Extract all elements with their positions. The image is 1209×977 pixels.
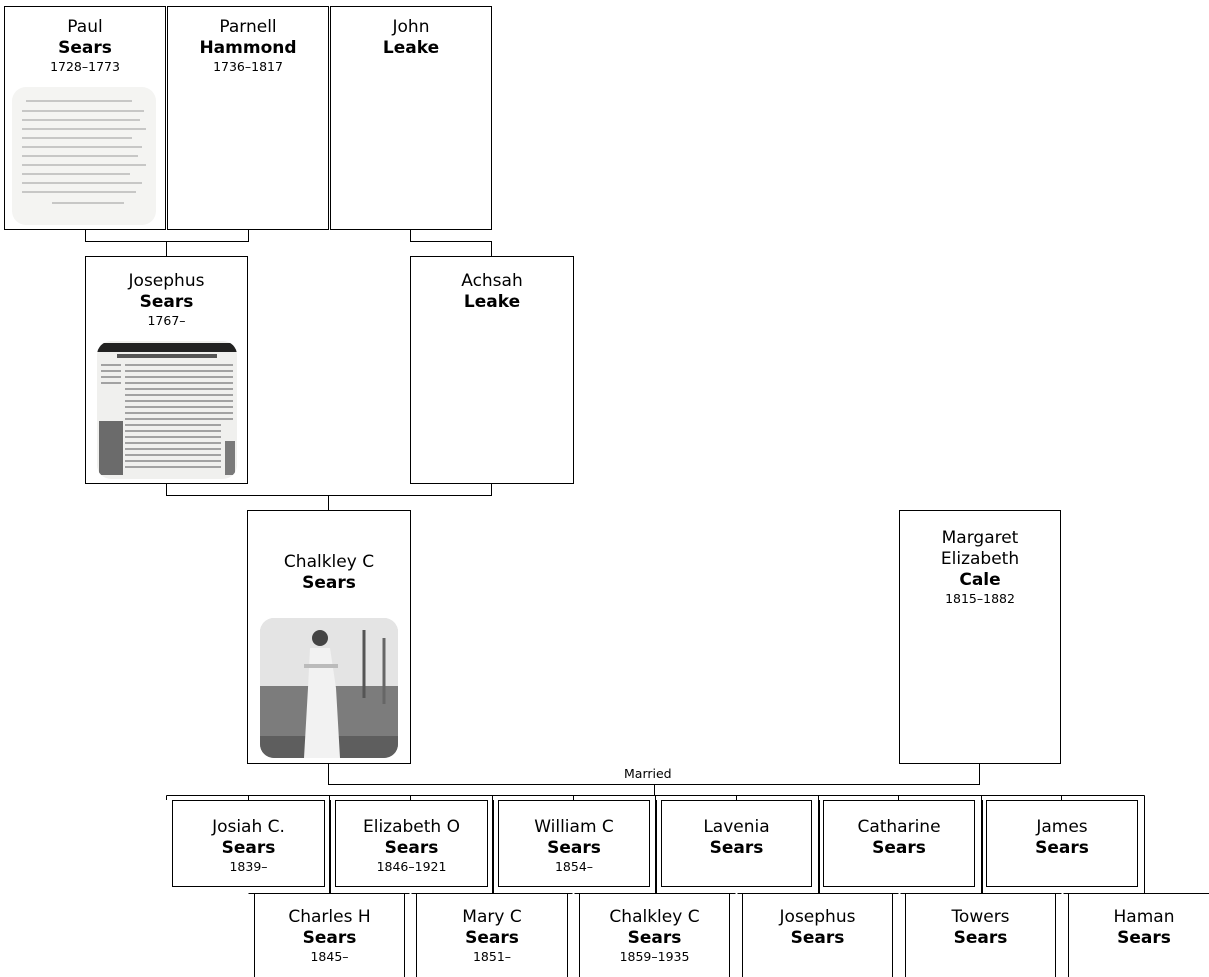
given-name: Charles H bbox=[288, 907, 371, 927]
child-towers-sears[interactable]: Towers Sears bbox=[905, 893, 1056, 977]
surname: Sears bbox=[872, 838, 926, 858]
life-dates: 1854– bbox=[554, 859, 594, 874]
surname: Sears bbox=[547, 838, 601, 858]
surname: Sears bbox=[58, 38, 112, 58]
surname: Sears bbox=[221, 838, 276, 858]
life-dates: 1815–1882 bbox=[945, 591, 1015, 606]
surname: Sears bbox=[953, 928, 1008, 948]
life-dates: 1846–1921 bbox=[376, 859, 447, 874]
given-name: James bbox=[1036, 817, 1088, 837]
child-elizabeth-o-sears[interactable]: Elizabeth O Sears 1846–1921 bbox=[335, 800, 488, 887]
given-name: Haman bbox=[1113, 907, 1175, 927]
surname: Sears bbox=[302, 573, 356, 593]
life-dates: 1728–1773 bbox=[50, 59, 120, 74]
portrait-image-icon bbox=[260, 618, 398, 758]
given-name: Josiah C. bbox=[212, 817, 285, 837]
surname: Hammond bbox=[199, 38, 297, 58]
child-mary-c-sears[interactable]: Mary C Sears 1851– bbox=[416, 893, 568, 977]
child-haman-sears[interactable]: Haman Sears bbox=[1068, 893, 1209, 977]
surname: Sears bbox=[384, 838, 439, 858]
given-name: Chalkley C bbox=[283, 552, 375, 572]
given-name: Catharine bbox=[857, 817, 941, 837]
surname: Sears bbox=[139, 292, 194, 312]
surname: Leake bbox=[382, 38, 440, 58]
given-name: Chalkley C bbox=[609, 907, 700, 927]
child-william-c-sears[interactable]: William C Sears 1854– bbox=[498, 800, 650, 887]
marriage-label: Married bbox=[624, 766, 672, 781]
given-name: Towers bbox=[951, 907, 1010, 927]
child-james-sears[interactable]: James Sears bbox=[986, 800, 1138, 887]
given-name: William C bbox=[534, 817, 614, 837]
surname: Sears bbox=[627, 928, 682, 948]
life-dates: 1851– bbox=[472, 949, 512, 964]
document-photo[interactable] bbox=[12, 87, 156, 225]
newspaper-image-icon bbox=[97, 343, 237, 475]
child-lavenia-sears[interactable]: Lavenia Sears bbox=[661, 800, 812, 887]
given-name: Paul bbox=[67, 17, 103, 37]
child-catharine-sears[interactable]: Catharine Sears bbox=[823, 800, 975, 887]
newspaper-photo[interactable] bbox=[97, 341, 237, 479]
life-dates: 1839– bbox=[229, 859, 268, 874]
life-dates: 1859–1935 bbox=[619, 949, 690, 964]
given-name: Elizabeth O bbox=[362, 817, 460, 837]
surname: Sears bbox=[709, 838, 764, 858]
given-name: Mary C bbox=[462, 907, 522, 927]
surname: Sears bbox=[302, 928, 357, 948]
surname: Sears bbox=[465, 928, 519, 948]
child-charles-h-sears[interactable]: Charles H Sears 1845– bbox=[254, 893, 405, 977]
surname: Cale bbox=[959, 570, 1001, 590]
given-name: Parnell bbox=[219, 17, 277, 37]
life-dates: 1767– bbox=[147, 313, 186, 328]
given-name: Josephus bbox=[779, 907, 856, 927]
person-paul-sears[interactable]: Paul Sears 1728–1773 bbox=[4, 6, 166, 230]
surname: Leake bbox=[463, 292, 521, 312]
child-josephus-sears[interactable]: Josephus Sears bbox=[742, 893, 893, 977]
surname: Sears bbox=[790, 928, 845, 948]
given-name: Achsah bbox=[461, 271, 523, 291]
surname: Sears bbox=[1035, 838, 1089, 858]
person-chalkley-c-sears[interactable]: Chalkley C Sears bbox=[247, 510, 411, 764]
person-achsah-leake[interactable]: Achsah Leake bbox=[410, 256, 574, 484]
given-name: Lavenia bbox=[703, 817, 770, 837]
given-name: Josephus bbox=[128, 271, 205, 291]
life-dates: 1845– bbox=[310, 949, 349, 964]
person-margaret-elizabeth-cale[interactable]: Margaret Elizabeth Cale 1815–1882 bbox=[899, 510, 1061, 764]
person-john-leake[interactable]: John Leake bbox=[330, 6, 492, 230]
person-parnell-hammond[interactable]: Parnell Hammond 1736–1817 bbox=[167, 6, 329, 230]
given-name: Margaret Elizabeth bbox=[940, 528, 1020, 569]
child-chalkley-c-sears-jr[interactable]: Chalkley C Sears 1859–1935 bbox=[579, 893, 730, 977]
child-josiah-c-sears[interactable]: Josiah C. Sears 1839– bbox=[172, 800, 325, 887]
document-image-icon bbox=[22, 100, 146, 204]
surname: Sears bbox=[1117, 928, 1171, 948]
person-josephus-sears[interactable]: Josephus Sears 1767– bbox=[85, 256, 248, 484]
life-dates: 1736–1817 bbox=[213, 59, 283, 74]
given-name: John bbox=[392, 17, 430, 37]
portrait-photo[interactable] bbox=[260, 618, 398, 758]
